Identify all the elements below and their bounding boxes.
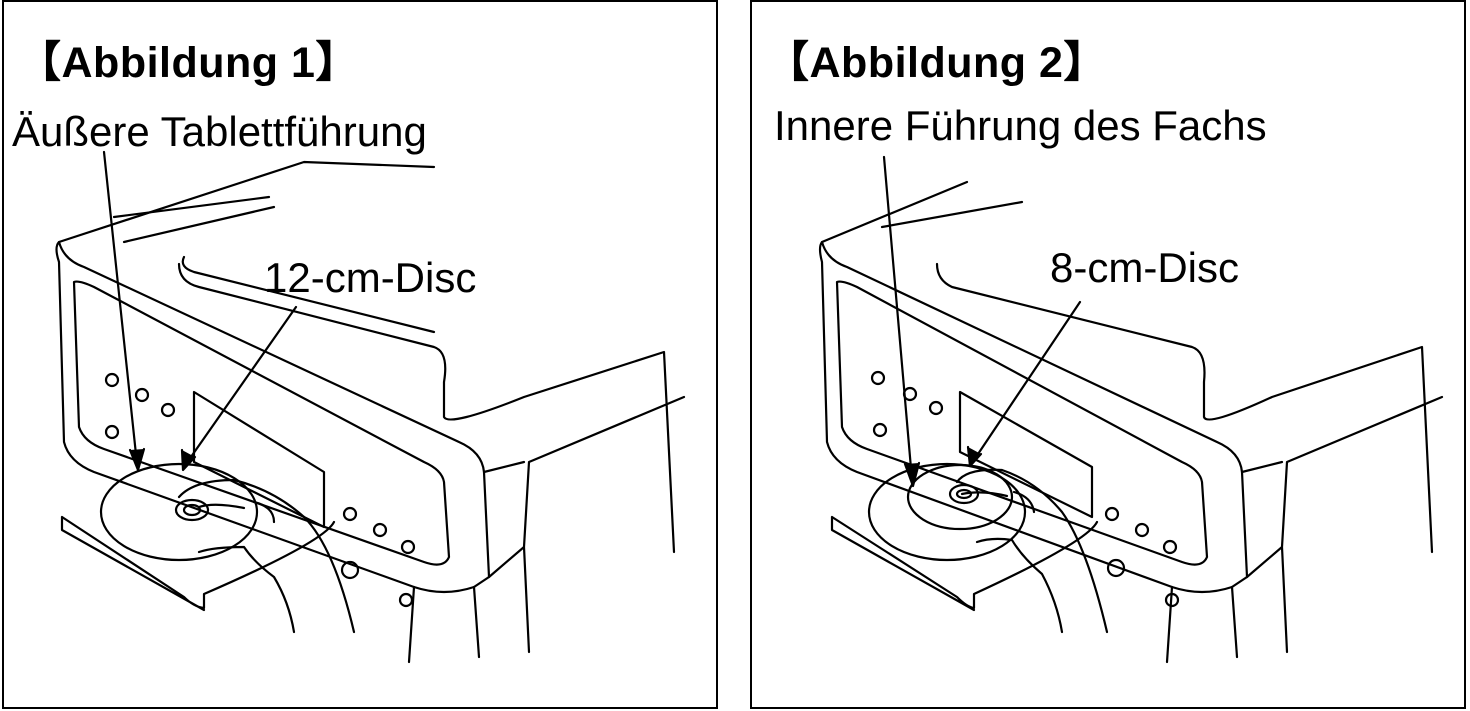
- button-1: [106, 374, 118, 386]
- device-side: [1242, 397, 1442, 652]
- figure-2-panel: 【Abbildung 2】 Innere Führung des Fachs 8…: [750, 0, 1466, 709]
- arrow-outer-guide: [104, 152, 137, 464]
- button-3: [930, 402, 942, 414]
- figure-1-title: 【Abbildung 1】: [18, 39, 359, 87]
- hand: [179, 480, 354, 632]
- arrow-disc-head: [182, 450, 195, 470]
- button-6: [374, 524, 386, 536]
- arrow-disc: [186, 307, 296, 464]
- arrow-disc: [974, 302, 1080, 460]
- arrow-inner-guide: [884, 157, 912, 480]
- device-front-frame: [820, 242, 1247, 592]
- button-4: [874, 424, 886, 436]
- device-front-inner: [837, 282, 1207, 565]
- button-7: [1164, 541, 1176, 553]
- device-front-frame: [57, 242, 490, 592]
- display-window: [960, 392, 1092, 517]
- device-top-edge-inner: [114, 197, 434, 332]
- disc-12cm: [101, 464, 257, 560]
- display-window: [194, 392, 324, 527]
- button-8: [400, 594, 412, 606]
- device-front-inner: [74, 282, 449, 565]
- button-4: [106, 426, 118, 438]
- disc-8cm-label: 8-cm-Disc: [1050, 244, 1239, 291]
- button-8: [1166, 594, 1178, 606]
- disc-tray: [62, 517, 334, 610]
- inner-tray-guide-label: Innere Führung des Fachs: [774, 102, 1267, 149]
- button-5: [344, 508, 356, 520]
- figure-2-title: 【Abbildung 2】: [766, 39, 1107, 87]
- disc-12cm-hub: [176, 500, 208, 520]
- hand: [957, 470, 1107, 632]
- button-7: [402, 541, 414, 553]
- arrow-outer-guide-head: [130, 449, 144, 470]
- disc-tray: [832, 517, 1097, 610]
- knob: [342, 562, 358, 578]
- disc-12cm-label: 12-cm-Disc: [264, 254, 477, 301]
- button-3: [162, 404, 174, 416]
- figure-1-panel: 【Abbildung 1】 Äußere Tablettführung 12-c…: [2, 0, 718, 709]
- figure-1-illustration: [4, 2, 716, 707]
- arrow-inner-guide-head: [905, 463, 919, 486]
- device-top-edge: [822, 182, 1022, 242]
- figure-2-illustration: [752, 2, 1464, 707]
- disc-8cm: [908, 465, 1012, 529]
- device-lid: [179, 264, 674, 552]
- device-top-edge: [59, 162, 434, 242]
- arrow-disc-head: [968, 447, 981, 466]
- outer-tray-guide-label: Äußere Tablettführung: [12, 108, 427, 155]
- button-6: [1136, 524, 1148, 536]
- button-1: [872, 372, 884, 384]
- knob: [1108, 560, 1124, 576]
- device-lid: [937, 264, 1432, 552]
- button-5: [1106, 508, 1118, 520]
- device-side: [484, 397, 684, 652]
- device-bottom: [409, 587, 479, 662]
- disc-8cm-hub: [950, 485, 978, 503]
- tray-inner-guide: [869, 464, 1025, 560]
- device-bottom: [1167, 587, 1237, 662]
- button-2: [136, 389, 148, 401]
